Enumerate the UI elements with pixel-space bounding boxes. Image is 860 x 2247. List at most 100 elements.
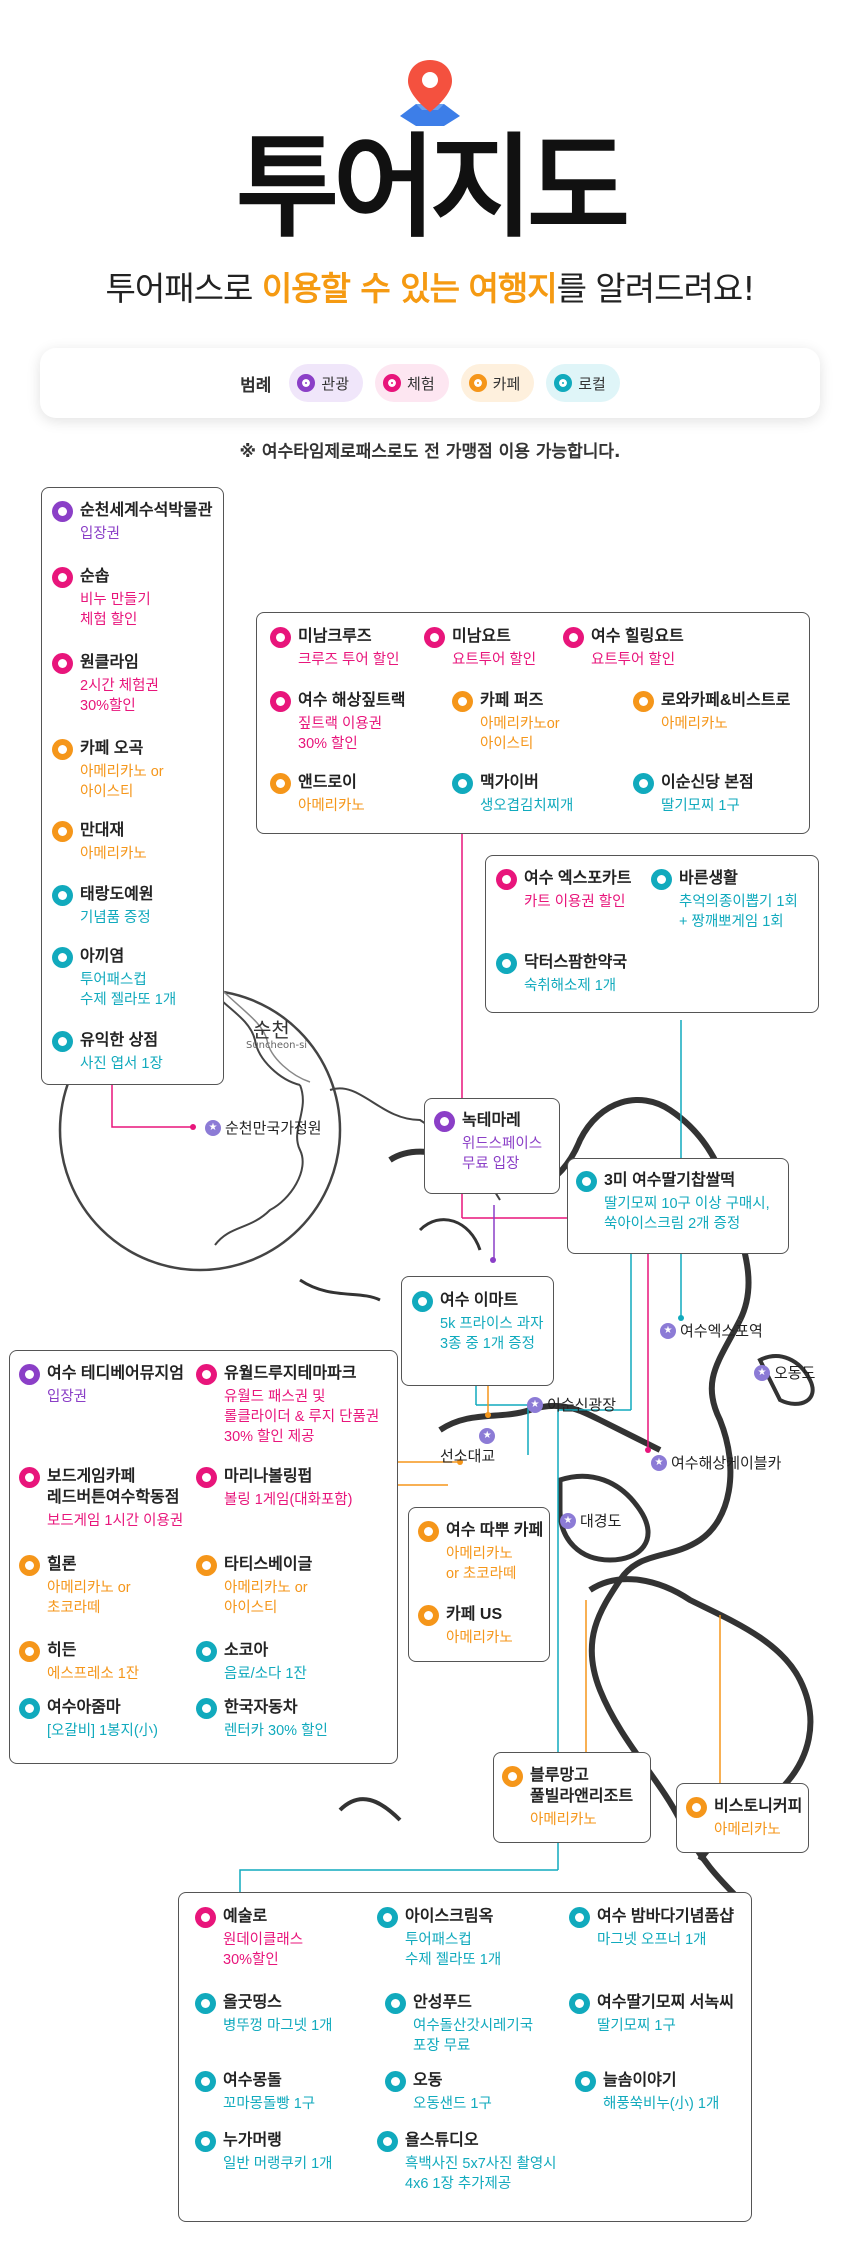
place-desc: 비누 만들기 체험 할인 — [80, 592, 151, 628]
pin-icon — [418, 1605, 439, 1626]
place-desc: 병뚜껑 마그넷 1개 — [223, 2018, 333, 2034]
place-desc: 카트 이용권 할인 — [524, 894, 626, 910]
star-icon: ★ — [651, 1454, 667, 1471]
pin-icon — [195, 1993, 216, 2014]
place-desc: 아메리카노 — [661, 716, 728, 732]
pin-icon — [196, 1555, 217, 1576]
place-desc: 숙취해소제 1개 — [524, 978, 617, 994]
place-name: 여수아줌마 — [47, 1699, 121, 1716]
location-odongdo[interactable]: ★오동도 — [754, 1362, 815, 1383]
place-name: 로와카페&비스트로 — [661, 692, 791, 709]
pin-icon — [412, 1291, 433, 1312]
place-desc: 아메리카노 or 아이스티 — [224, 1580, 308, 1616]
pin-icon — [52, 885, 73, 906]
place-desc: [오갈비] 1봉지(小) — [47, 1723, 159, 1739]
place-desc: 아메리카노 — [80, 846, 147, 862]
place-name: 여수 이마트 — [440, 1292, 519, 1309]
place-name: 한국자동차 — [224, 1699, 298, 1716]
location-label: 여수해상케이블카 — [671, 1454, 782, 1472]
pin-icon — [52, 947, 73, 968]
place-name: 여수 힐링요트 — [591, 628, 684, 645]
place-desc: 짚트랙 이용권 30% 할인 — [298, 716, 383, 752]
place-item[interactable]: 여수아줌마 [오갈비] 1봉지(小) — [19, 1697, 189, 1741]
location-daegyeongdo[interactable]: ★대경도 — [560, 1510, 621, 1531]
location-expo-station[interactable]: ★여수엑스포역 — [660, 1320, 763, 1341]
place-name: 안성푸드 — [413, 1994, 472, 2011]
subtitle-highlight: 여행지 — [468, 269, 557, 308]
pin-icon — [496, 869, 517, 890]
pin-icon — [575, 2071, 596, 2092]
strawberry-box — [567, 1158, 789, 1254]
location-cable-car[interactable]: ★여수해상케이블카 — [651, 1452, 781, 1473]
pin-icon — [563, 627, 584, 648]
place-name: 3미 여수딸기찹쌀떡 — [604, 1172, 736, 1189]
place-desc: 마그넷 오프너 1개 — [597, 1932, 707, 1948]
star-icon: ★ — [560, 1512, 576, 1529]
location-label: 선소대교 — [440, 1447, 496, 1465]
location-seonso-bridge[interactable]: ★선소대교 — [440, 1428, 496, 1466]
place-name: 유익한 상점 — [80, 1032, 159, 1049]
place-desc: 아메리카노 — [446, 1630, 513, 1646]
pin-icon — [377, 1907, 398, 1928]
pin-icon — [19, 1364, 40, 1385]
place-name: 예술로 — [223, 1908, 268, 1925]
pin-icon — [19, 1555, 40, 1576]
pin-icon — [418, 1521, 439, 1542]
location-isunsin-square[interactable]: ★이순신광장 — [527, 1394, 616, 1415]
place-name: 순천세계수석박물관 — [80, 502, 213, 519]
subtitle-text: 를 알려드려요! — [556, 269, 756, 308]
location-suncheon-garden[interactable]: ★순천만국가정원 — [205, 1117, 322, 1138]
pin-icon — [651, 869, 672, 890]
blue-mango-box — [493, 1752, 651, 1843]
place-name: 여수 엑스포카트 — [524, 870, 632, 887]
suncheon-places-box — [41, 487, 224, 1085]
